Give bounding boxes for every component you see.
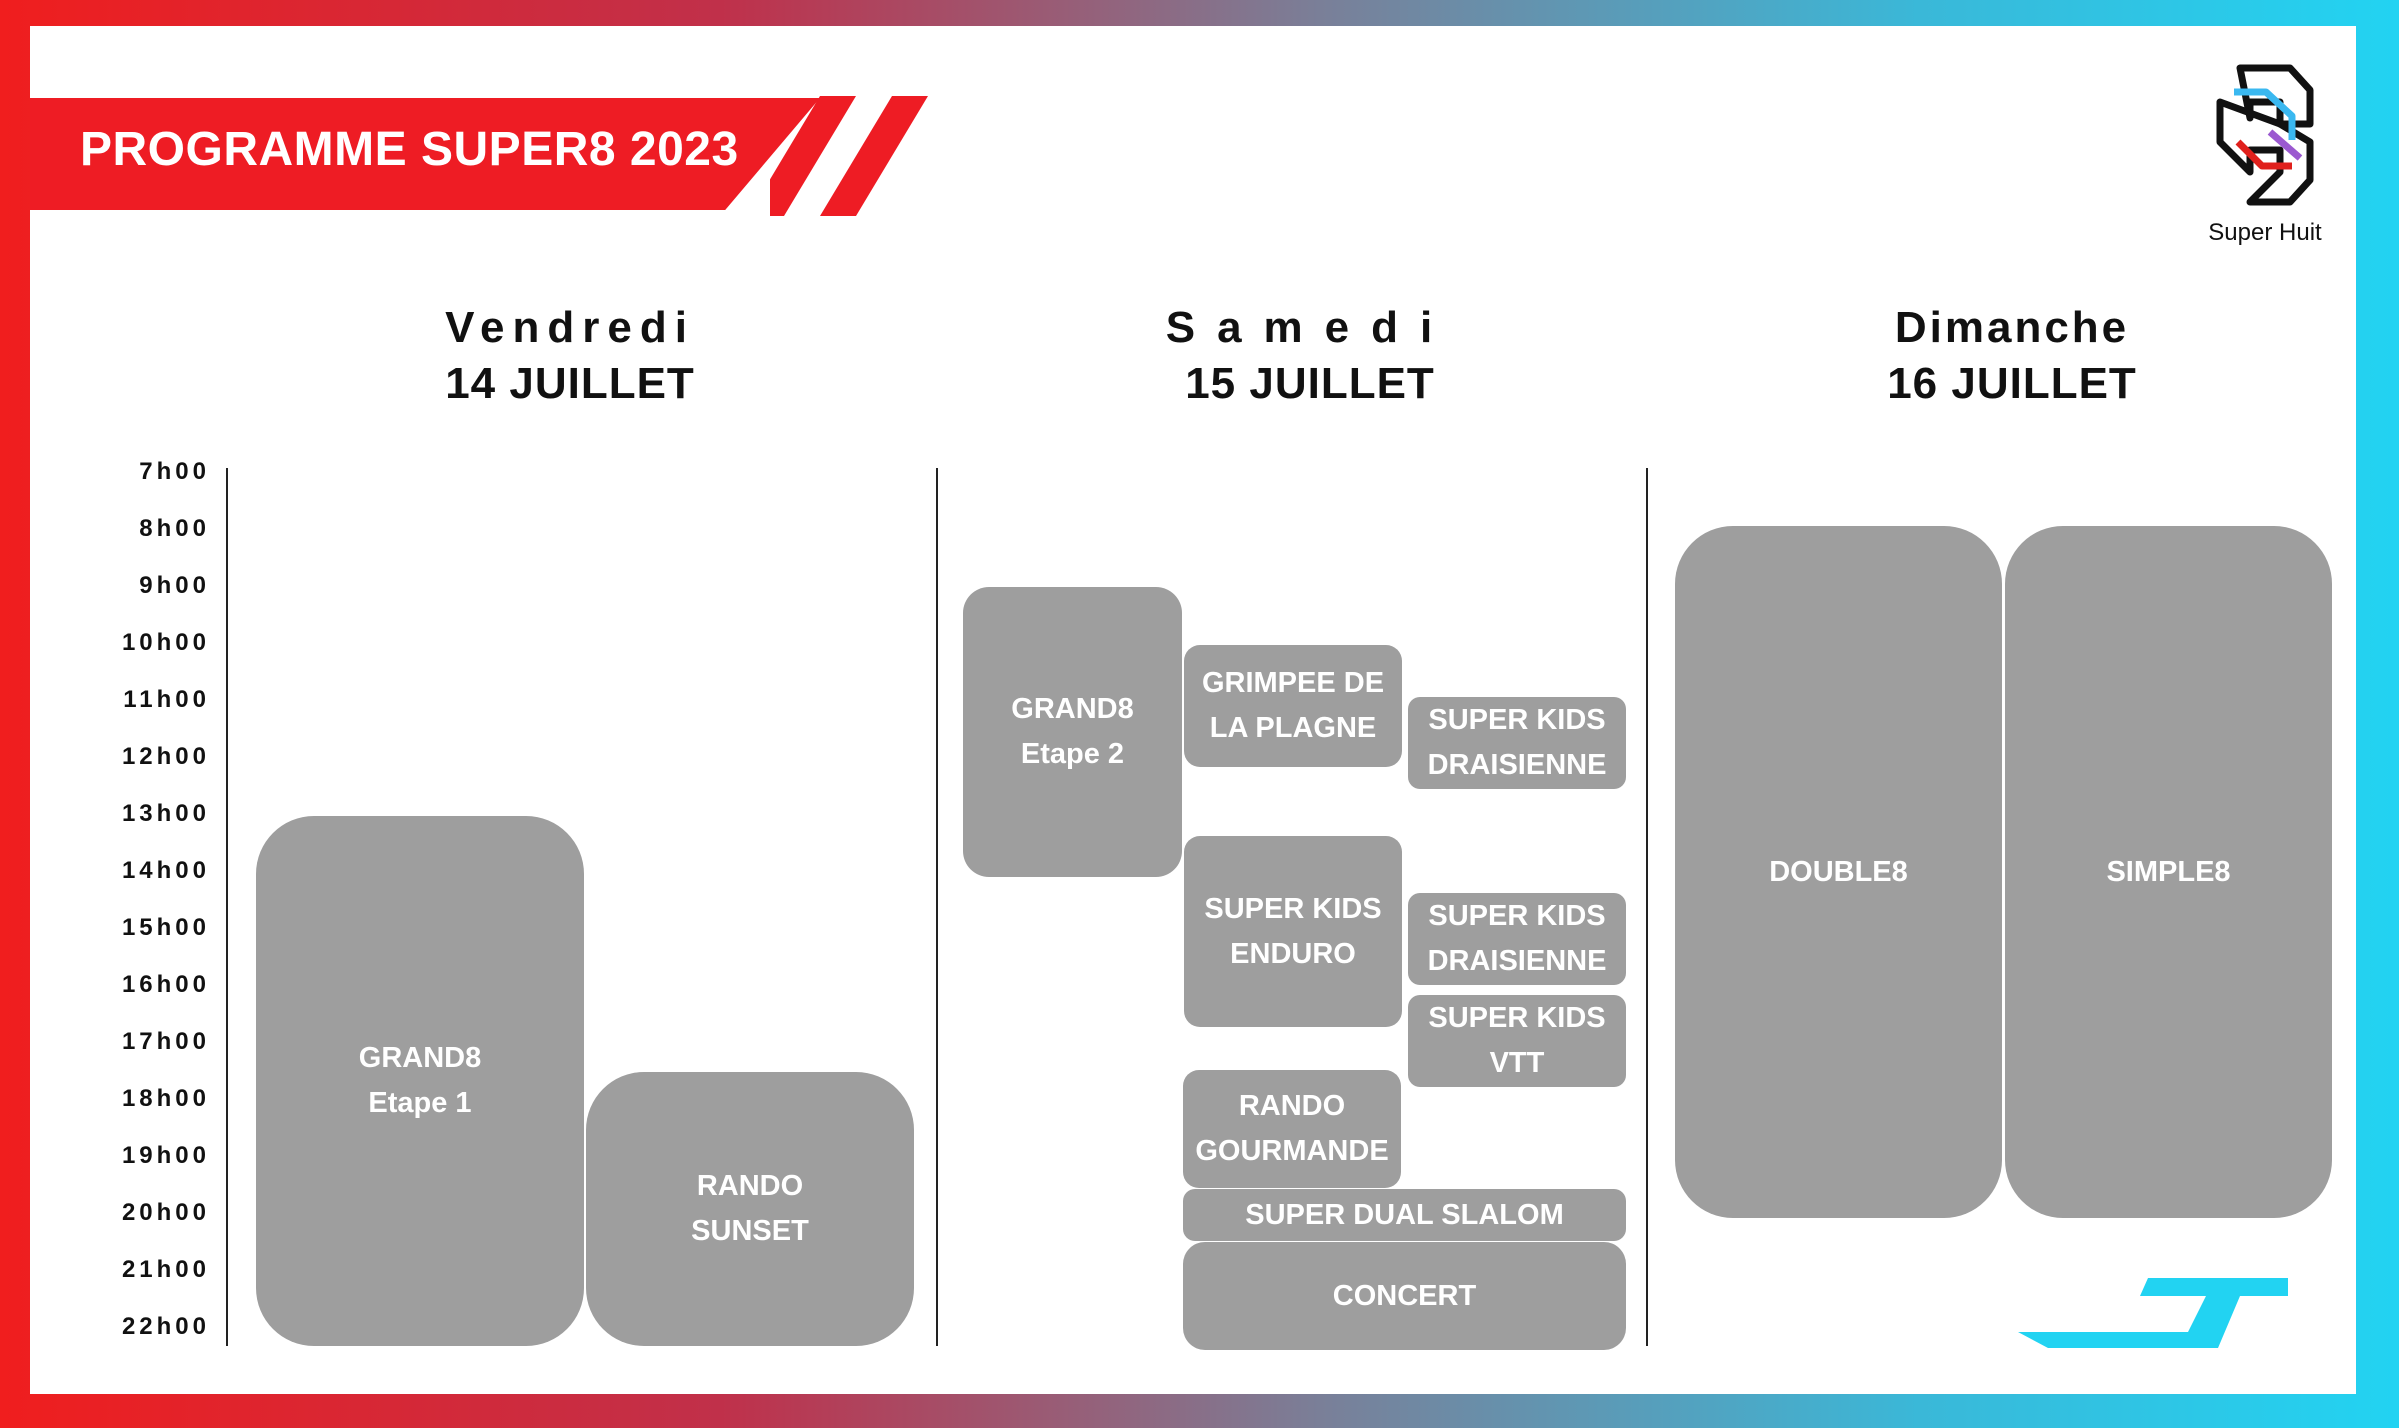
day-header-friday: Vendredi 14 JUILLET bbox=[270, 300, 870, 412]
title-banner: PROGRAMME SUPER8 2023 bbox=[30, 98, 820, 210]
event-double8: DOUBLE8 bbox=[1675, 526, 2002, 1218]
event-concert: CONCERT bbox=[1183, 1242, 1626, 1350]
hour-label: 15h00 bbox=[121, 914, 210, 941]
event-super-dual-slalom: SUPER DUAL SLALOM bbox=[1183, 1189, 1626, 1241]
hour-label: 12h00 bbox=[121, 743, 210, 770]
event-super-kids-enduro: SUPER KIDS ENDURO bbox=[1184, 836, 1402, 1027]
day-header-sunday: Dimanche 16 JUILLET bbox=[1712, 300, 2312, 412]
hour-label: 14h00 bbox=[121, 857, 210, 884]
super-huit-logo-icon bbox=[2216, 64, 2314, 206]
hour-label: 18h00 bbox=[121, 1085, 210, 1112]
hour-label: 9h00 bbox=[139, 572, 210, 599]
hour-label: 10h00 bbox=[121, 629, 210, 656]
day-name: Samedi bbox=[1165, 303, 1455, 352]
day-date: 14 JUILLET bbox=[445, 359, 695, 408]
event-super-kids-vtt: SUPER KIDS VTT bbox=[1408, 995, 1626, 1087]
lightning-bolt-icon bbox=[2018, 1278, 2288, 1348]
hour-label: 17h00 bbox=[121, 1028, 210, 1055]
day-name: Dimanche bbox=[1894, 303, 2130, 352]
logo-caption: Super Huit bbox=[2208, 219, 2322, 246]
hour-label: 13h00 bbox=[121, 800, 210, 827]
checkered-flag-icon bbox=[770, 96, 928, 216]
super-huit-logo: Super Huit bbox=[2190, 62, 2340, 247]
hour-label: 16h00 bbox=[121, 971, 210, 998]
event-super-kids-draisienne: SUPER KIDS DRAISIENNE bbox=[1408, 893, 1626, 985]
column-divider-saturday bbox=[936, 468, 938, 1346]
day-header-saturday: Samedi 15 JUILLET bbox=[1010, 300, 1610, 412]
day-date: 16 JUILLET bbox=[1887, 359, 2137, 408]
hour-label: 19h00 bbox=[121, 1142, 210, 1169]
hour-label: 7h00 bbox=[139, 458, 210, 485]
page-title: PROGRAMME SUPER8 2023 bbox=[80, 123, 739, 176]
hour-label: 20h00 bbox=[121, 1199, 210, 1226]
hour-label: 8h00 bbox=[139, 515, 210, 542]
column-divider-sunday bbox=[1646, 468, 1648, 1346]
column-divider-friday bbox=[226, 468, 228, 1346]
event-simple8: SIMPLE8 bbox=[2005, 526, 2332, 1218]
event-grand8-etape1: GRAND8 Etape 1 bbox=[256, 816, 584, 1346]
event-rando-sunset: RANDO SUNSET bbox=[586, 1072, 914, 1346]
event-super-kids-draisienne: SUPER KIDS DRAISIENNE bbox=[1408, 697, 1626, 789]
day-name: Vendredi bbox=[445, 303, 695, 352]
day-date: 15 JUILLET bbox=[1185, 359, 1435, 408]
event-rando-gourmande: RANDO GOURMANDE bbox=[1183, 1070, 1401, 1188]
event-grand8-etape2: GRAND8 Etape 2 bbox=[963, 587, 1182, 877]
event-grimpee-la-plagne: GRIMPEE DE LA PLAGNE bbox=[1184, 645, 1402, 767]
hour-label: 11h00 bbox=[123, 686, 210, 713]
hour-label: 22h00 bbox=[121, 1313, 210, 1340]
hour-label: 21h00 bbox=[121, 1256, 210, 1283]
